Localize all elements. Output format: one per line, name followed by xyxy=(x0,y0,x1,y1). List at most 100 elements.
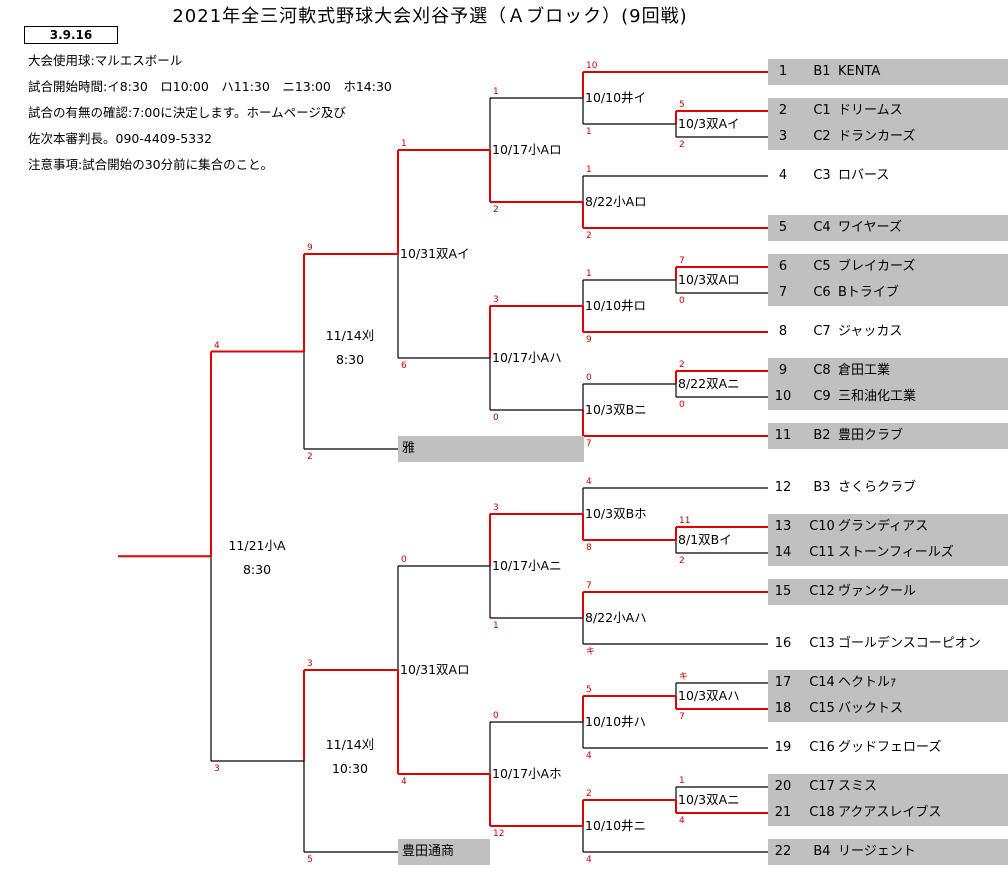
team-number: 13 xyxy=(774,519,792,534)
score: 0 xyxy=(586,373,592,383)
team-name: ブレイカーズ xyxy=(838,259,916,274)
score: 2 xyxy=(493,205,499,215)
team-number: 12 xyxy=(774,480,792,495)
team-number: 22 xyxy=(774,844,792,859)
team-code: B3 xyxy=(813,480,831,495)
team-code: B2 xyxy=(813,428,831,443)
team-code: C14 xyxy=(809,675,835,690)
team-number: 8 xyxy=(778,324,788,339)
team-number: 11 xyxy=(774,428,792,443)
score: 8 xyxy=(586,543,592,553)
score: 4 xyxy=(586,855,592,865)
team-code: B4 xyxy=(813,844,831,859)
score: 2 xyxy=(679,556,685,566)
final-date: 11/21小A xyxy=(228,538,286,554)
team-code: C9 xyxy=(813,389,831,404)
team-row: 5 C4 ワイヤーズ xyxy=(768,215,1008,241)
team-code: C4 xyxy=(813,220,831,235)
score: 4 xyxy=(401,777,407,787)
match-label: 10/17小Aハ xyxy=(492,350,564,365)
team-row: 11 B2 豊田クラブ xyxy=(768,423,1008,449)
info-notice: 注意事項:試合開始の30分前に集合のこと。 xyxy=(28,157,274,172)
team-name: ドリームス xyxy=(838,103,903,118)
team-number: 5 xyxy=(778,220,788,235)
score: 1 xyxy=(679,776,685,786)
team-name: ジャッカス xyxy=(838,324,903,339)
team-number: 7 xyxy=(778,285,788,300)
team-code: C12 xyxy=(809,584,835,599)
match-date: 11/14刈 xyxy=(325,327,375,343)
score: 7 xyxy=(679,712,685,722)
score: 7 xyxy=(679,256,685,266)
team-code: C17 xyxy=(809,779,835,794)
score: 3 xyxy=(493,295,499,305)
team-name: ワイヤーズ xyxy=(838,220,902,235)
team-code: C1 xyxy=(813,103,831,118)
score: 3 xyxy=(307,659,313,669)
team-name: KENTA xyxy=(838,64,881,79)
match-label: 10/17小Aニ xyxy=(492,558,564,573)
match-label: 10/3双Bホ xyxy=(585,506,649,521)
score: 4 xyxy=(214,340,220,351)
score: 0 xyxy=(679,296,685,306)
team-code: C10 xyxy=(809,519,835,534)
info-start-times: 試合開始時間:イ8:30 ロ10:00 ハ11:30 ニ13:00 ホ14:30 xyxy=(28,79,392,94)
team-code: C16 xyxy=(809,740,835,755)
score: 0 xyxy=(493,413,499,423)
seed-team: 豊田通商 xyxy=(398,839,490,865)
match-label: 10/31双Aイ xyxy=(400,246,472,261)
team-code: C11 xyxy=(809,545,835,560)
team-number: 18 xyxy=(774,701,792,716)
seed-team: 雅 xyxy=(398,436,584,462)
score: 1 xyxy=(586,269,592,279)
team-number: 4 xyxy=(778,168,788,183)
match-time: 10:30 xyxy=(331,761,369,776)
match-label: 10/17小Aホ xyxy=(492,766,564,781)
score: 7 xyxy=(586,439,592,449)
score: 4 xyxy=(586,477,592,487)
date-box: 3.9.16 xyxy=(24,26,118,44)
score: 11 xyxy=(679,516,691,526)
final-time: 8:30 xyxy=(242,562,272,578)
match-label: 10/10井ロ xyxy=(585,298,649,313)
match-label: 10/3双Aハ xyxy=(678,688,742,703)
team-number: 17 xyxy=(774,675,792,690)
score: 0 xyxy=(493,711,499,721)
match-label: 8/1双Bイ xyxy=(678,532,734,547)
score: 10 xyxy=(586,61,598,71)
team-number: 19 xyxy=(774,740,792,755)
team-code: C2 xyxy=(813,129,831,144)
team-name: 豊田クラブ xyxy=(838,428,904,443)
score: 2 xyxy=(586,789,592,799)
team-number: 2 xyxy=(778,103,788,118)
team-number: 21 xyxy=(774,805,792,820)
score: 1 xyxy=(493,87,499,97)
score: 6 xyxy=(401,361,407,371)
team-row: 22 B4 リージェント xyxy=(768,839,1008,865)
match-label: 10/10井ハ xyxy=(585,714,649,729)
score: 4 xyxy=(586,751,592,761)
page-title: 2021年全三河軟式野球大会刈谷予選（Ａブロック）(9回戦) xyxy=(172,6,688,27)
match-label: 10/31双Aロ xyxy=(400,662,472,677)
team-number: 10 xyxy=(774,389,792,404)
team-name: ドランカーズ xyxy=(838,129,916,144)
score: 9 xyxy=(586,335,592,345)
match-label: 8/22小Aハ xyxy=(585,610,649,625)
score: 5 xyxy=(586,685,592,695)
team-name: アクアスレイブス xyxy=(838,805,942,820)
team-name: リージェント xyxy=(838,844,916,859)
